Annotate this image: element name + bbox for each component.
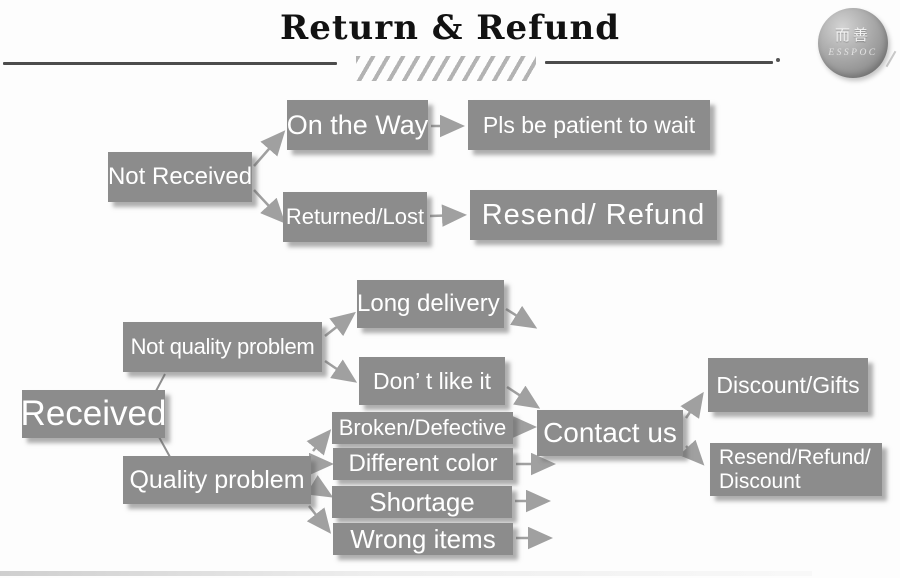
node-line1: Resend/Refund/ (719, 445, 871, 469)
node-contact-us: Contact us (537, 410, 683, 456)
node-returned-lost: Returned/Lost (283, 192, 427, 242)
node-dont-like-it: Don’ t like it (359, 357, 505, 405)
flow-arrow (253, 130, 286, 167)
hatch-decoration (356, 56, 536, 81)
logo-brand-text: ESSPOC (828, 47, 878, 58)
node-not-received: Not Received (108, 152, 252, 202)
node-not-quality-problem: Not quality problem (123, 322, 322, 372)
bottom-scan-artifact (0, 571, 812, 576)
node-line2: Discount (719, 469, 801, 493)
node-quality-problem: Quality problem (123, 456, 311, 504)
flow-arrow (306, 505, 332, 534)
node-on-the-way: On the Way (287, 100, 428, 150)
flow-arrow (324, 311, 356, 337)
node-different-color: Different color (333, 448, 513, 480)
flow-arrow (680, 391, 704, 419)
flow-arrow (506, 385, 541, 409)
node-wrong-items: Wrong items (333, 523, 513, 555)
page-title: Return & Refund (279, 8, 621, 48)
title-rule-right (545, 61, 773, 64)
node-discount-gifts: Discount/Gifts (708, 358, 868, 412)
node-pls-be-patient: Pls be patient to wait (468, 100, 710, 150)
esspoc-logo: 而善 ESSPOC (818, 8, 888, 78)
title-rule-dot (776, 58, 780, 62)
flow-connector (155, 373, 166, 392)
flow-arrow (253, 189, 286, 224)
flow-arrow (306, 475, 334, 498)
edge-tick-decoration (885, 50, 897, 68)
flow-connector (158, 436, 171, 458)
title-rule-left (3, 62, 337, 65)
logo-chinese-text: 而善 (834, 27, 871, 45)
node-received: Received (22, 390, 165, 438)
node-long-delivery: Long delivery (357, 280, 504, 328)
node-resend-refund-discount: Resend/Refund/ Discount (710, 443, 882, 496)
node-resend-refund: Resend/ Refund (470, 190, 717, 240)
flow-arrow (505, 305, 538, 329)
flow-arrow (306, 429, 332, 456)
node-broken-defective: Broken/Defective (332, 412, 513, 444)
flow-arrow (324, 359, 358, 383)
flow-arrow (679, 439, 705, 466)
node-shortage: Shortage (332, 486, 512, 518)
flow-arrow (429, 204, 467, 227)
